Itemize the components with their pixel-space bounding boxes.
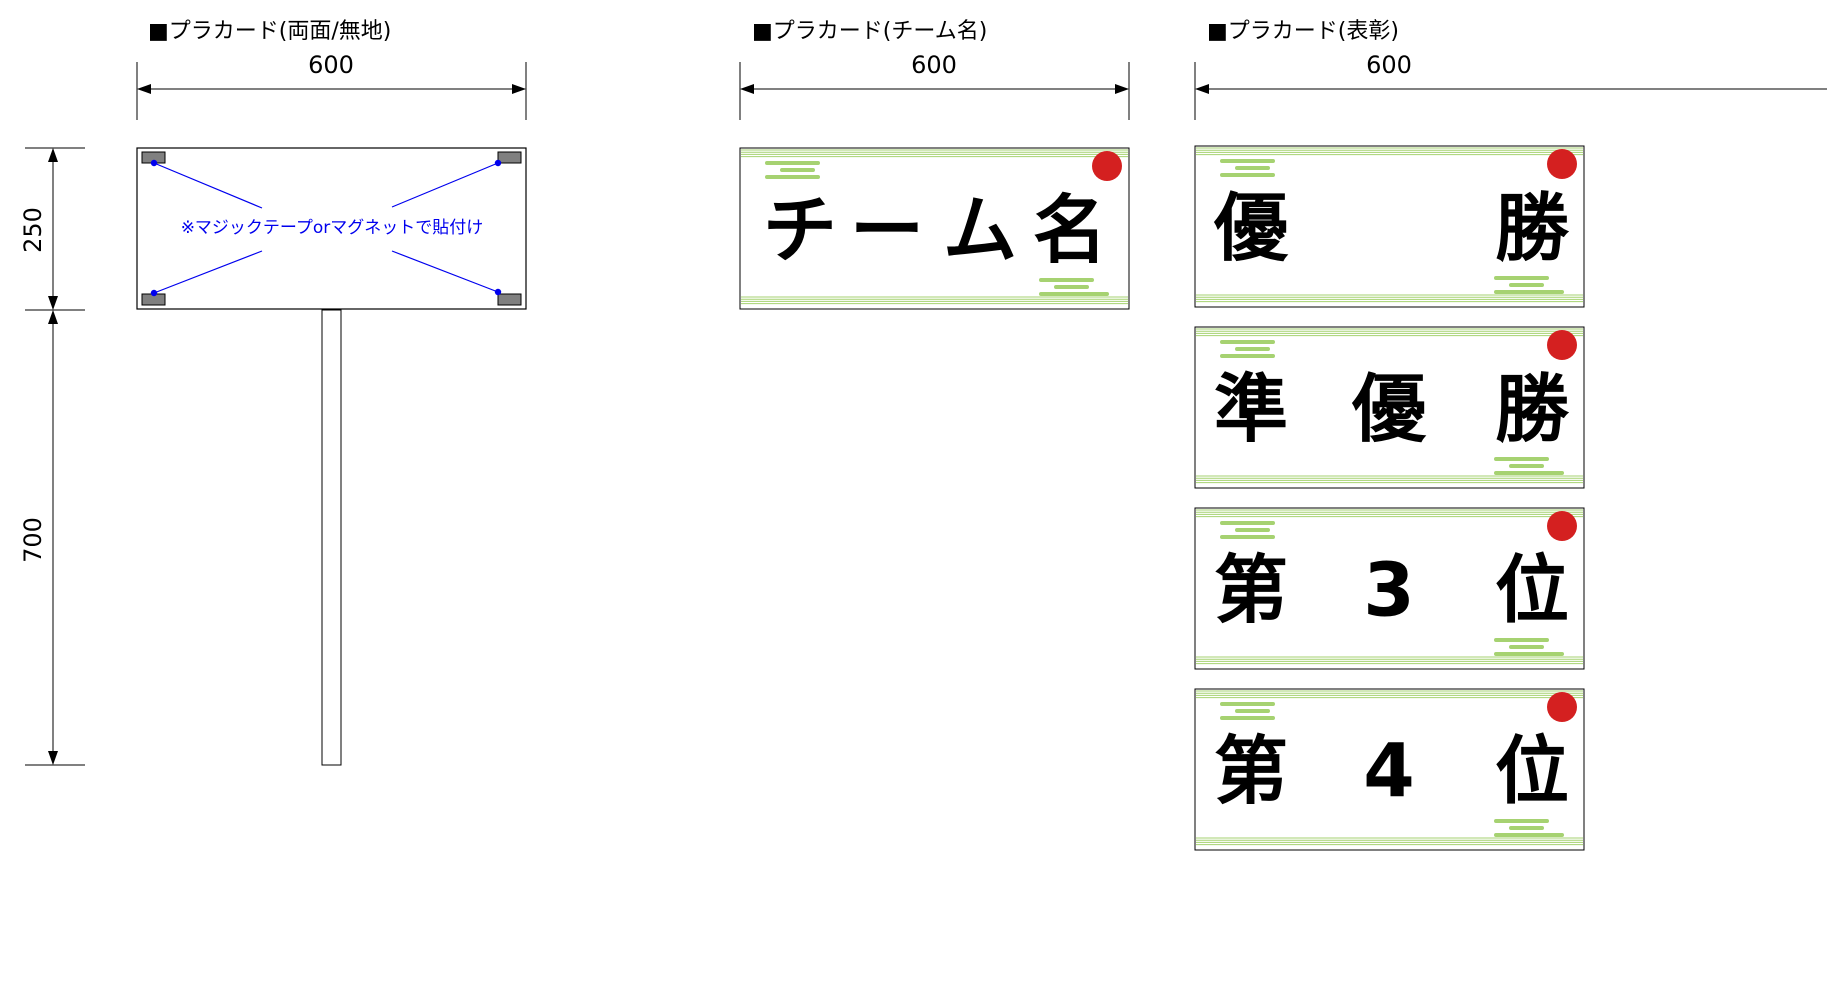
award-card-3-char: 位 [1495,548,1569,634]
team-width-label: 600 [911,51,957,79]
team-card-red-dot [1092,151,1122,181]
attach-note: ※マジックテープorマグネットで貼付け [181,218,484,238]
award-card-1-char: 勝 [1495,186,1570,272]
leader-dots [150,159,502,297]
award-card-4-char: 4 [1363,729,1415,815]
leader-lines [153,162,499,294]
pole [321,309,342,766]
award-card-3-stripe-decoration [1196,509,1583,665]
award-card-2-red-dot [1547,330,1577,360]
team-card-char: ー [850,188,924,274]
panel-blank: ■プラカード(両面/無地) 600 250 700 [19,19,527,766]
corner-pad-top-right [497,151,522,164]
award-card-1-red-dot [1547,149,1577,179]
team-card-char: ム [943,188,1017,274]
award-card-3-red-dot [1547,511,1577,541]
panel-award-title: ■プラカード(表彰) [1207,19,1399,44]
award-card-4-red-dot [1547,692,1577,722]
team-card-border [739,147,1130,310]
team-card-char: 名 [1033,188,1107,274]
panel-team: ■プラカード(チーム名) 600 チーム名 [739,19,1130,310]
award-card-4-char: 第 [1214,729,1288,815]
width-label: 600 [308,51,354,79]
award-card-2-char: 準 [1214,367,1288,453]
blank-board [136,147,527,310]
award-card-2-char: 勝 [1495,367,1570,453]
team-card-stripe-decoration [741,149,1128,305]
award-card-4-border [1194,688,1585,851]
award-card-2-stripe-decoration [1196,328,1583,484]
award-card-1-char: 優 [1213,186,1289,272]
award-card-2-border [1194,326,1585,489]
award-card-3-border [1194,507,1585,670]
team-card: チーム名 [739,147,1130,310]
pole-label: 700 [19,517,47,563]
panel-blank-title: ■プラカード(両面/無地) [148,19,391,44]
award-card-1-border [1194,145,1585,308]
team-card: チーム名 [739,147,1130,310]
award-card-3-char: 3 [1363,548,1415,634]
height-label: 250 [19,207,47,253]
award-width-label: 600 [1366,51,1412,79]
award-card-4-stripe-decoration [1196,690,1583,846]
award-card-4-char: 位 [1495,729,1569,815]
award-card-1-stripe-decoration [1196,147,1583,303]
award-card-3-char: 第 [1214,548,1288,634]
award-card-1: 優勝 [1194,145,1585,308]
corner-pad-bottom-right [497,293,522,306]
award-card-2-char: 優 [1351,367,1427,453]
panel-team-title: ■プラカード(チーム名) [752,19,987,44]
team-card-char: チ [763,188,837,274]
award-card-2: 準優勝 [1194,326,1585,489]
